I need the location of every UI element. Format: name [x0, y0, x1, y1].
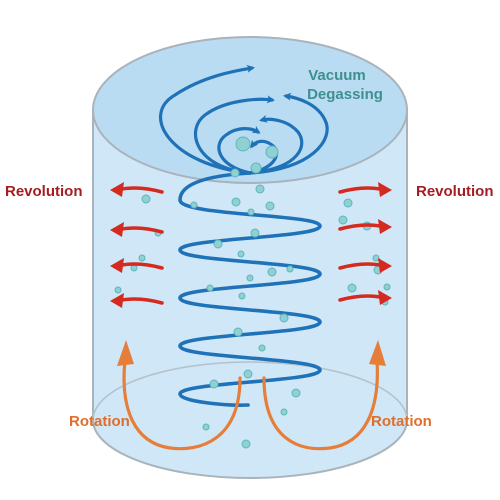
vortex: [158, 64, 329, 175]
rotation-label-left: Rotation: [69, 413, 130, 430]
helix-spiral: [178, 171, 322, 407]
arrow-icon: [338, 182, 392, 197]
bubble: [202, 423, 210, 431]
bubble: [383, 283, 391, 291]
cylinder-body: [92, 109, 408, 479]
bubble: [343, 198, 353, 208]
vortex-arc-core: [248, 139, 279, 175]
revolution-label-left: Revolution: [5, 183, 83, 200]
arrow-icon: [110, 182, 164, 197]
revolution-arrows-right: [338, 182, 392, 305]
bubble: [237, 250, 245, 258]
bubble: [235, 136, 251, 152]
bubble: [265, 201, 275, 211]
bubble: [255, 184, 265, 194]
arrow-icon: [338, 290, 392, 305]
bubble: [291, 388, 301, 398]
bubble: [238, 292, 246, 300]
cylinder-top: [92, 36, 408, 184]
bubble: [130, 264, 138, 272]
bubble: [247, 208, 255, 216]
vacuum-label-line2: Degassing: [307, 86, 383, 103]
bubble: [141, 194, 151, 204]
vortex-arc-mid2: [248, 114, 304, 175]
bubble: [206, 284, 214, 292]
bubble: [267, 267, 277, 277]
bubble: [138, 254, 146, 262]
bubble: [265, 145, 279, 159]
bubble: [286, 265, 294, 273]
cylinder-bottom-back-edge: [92, 361, 408, 421]
revolution-arrows-left: [110, 182, 164, 308]
bubble: [372, 254, 380, 262]
rotation-arrows: [117, 340, 386, 451]
bubble: [250, 162, 262, 174]
arrow-icon: [338, 219, 392, 234]
arrow-icon: [338, 258, 392, 273]
arrow-icon: [110, 293, 164, 308]
revolution-label-right: Revolution: [416, 183, 494, 200]
bubble: [114, 286, 122, 294]
cylinder: [92, 36, 408, 479]
bubble: [213, 239, 223, 249]
vortex-arc-inner: [217, 125, 261, 175]
vortex-arc-mid: [194, 95, 275, 175]
bubble: [347, 283, 357, 293]
vacuum-label-line1: Vacuum: [308, 67, 366, 84]
spiral-vortex-icon: [158, 64, 255, 175]
bubble: [190, 201, 198, 209]
rotation-label-right: Rotation: [371, 413, 432, 430]
bubble: [246, 274, 254, 282]
bubble: [280, 408, 288, 416]
bubble: [233, 327, 243, 337]
arrow-icon: [110, 222, 164, 237]
curved-arrow-icon: [117, 340, 242, 451]
bubble: [250, 228, 260, 238]
bubble: [258, 344, 266, 352]
curved-arrow-icon: [262, 340, 386, 451]
bubble: [243, 369, 253, 379]
bubble: [209, 379, 219, 389]
bubble: [241, 439, 251, 449]
arrow-icon: [110, 258, 164, 273]
vortex-arc-outer: [248, 92, 329, 175]
bubble: [338, 215, 348, 225]
bubble: [230, 168, 240, 178]
bubble: [231, 197, 241, 207]
bubble: [279, 313, 289, 323]
